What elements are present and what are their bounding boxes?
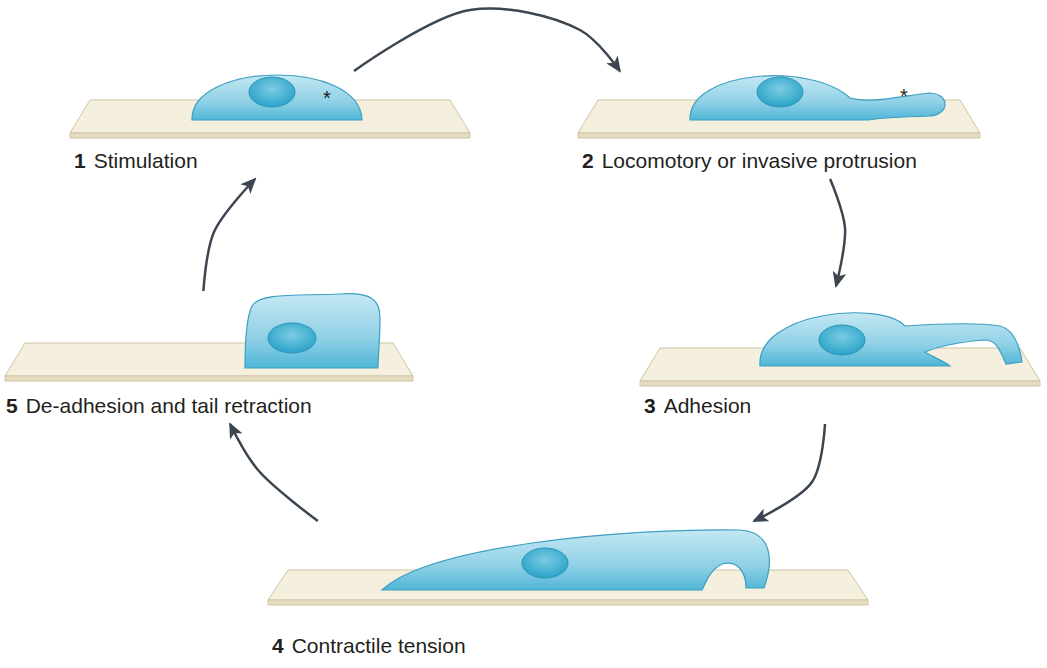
stage-caption: 4 Contractile tension	[272, 634, 466, 658]
stage-caption: 5 De-adhesion and tail retraction	[6, 394, 312, 418]
nucleus	[757, 77, 803, 107]
step-name: Locomotory or invasive protrusion	[602, 149, 917, 172]
step-number: 4	[272, 634, 284, 657]
stage-panel: 4 Contractile tension	[268, 525, 868, 660]
step-number: 5	[6, 394, 18, 417]
cell	[760, 313, 1022, 366]
nucleus	[819, 325, 865, 355]
cycle-arrow	[203, 179, 255, 291]
nucleus	[268, 323, 316, 353]
step-number: 3	[644, 394, 656, 417]
step-name: De-adhesion and tail retraction	[26, 394, 312, 417]
stage-caption: 3 Adhesion	[644, 394, 751, 418]
stage-caption: 2 Locomotory or invasive protrusion	[582, 149, 917, 173]
nucleus	[249, 77, 295, 107]
stimulus-marker: *	[323, 88, 331, 108]
cell	[192, 75, 362, 120]
stage-panel: 5 De-adhesion and tail retraction	[2, 295, 413, 420]
stage-panel: 1 Stimulation	[70, 75, 470, 175]
cell	[245, 294, 380, 368]
step-name: Adhesion	[664, 394, 752, 417]
cycle-arrow	[830, 179, 845, 286]
cell	[382, 530, 769, 590]
step-number: 2	[582, 149, 594, 172]
cell	[690, 76, 945, 120]
cycle-arrow	[354, 9, 620, 71]
stage-panel: 3 Adhesion	[640, 290, 1040, 420]
step-name: Stimulation	[94, 149, 198, 172]
stage-caption: 1 Stimulation	[74, 149, 198, 173]
cycle-arrow	[230, 424, 318, 521]
nucleus	[522, 548, 568, 578]
step-number: 1	[74, 149, 86, 172]
stage-panel: 2 Locomotory or invasive protrusion	[578, 75, 1018, 175]
stimulus-marker: *	[900, 86, 908, 106]
cycle-arrow	[754, 424, 825, 521]
step-name: Contractile tension	[292, 634, 466, 657]
